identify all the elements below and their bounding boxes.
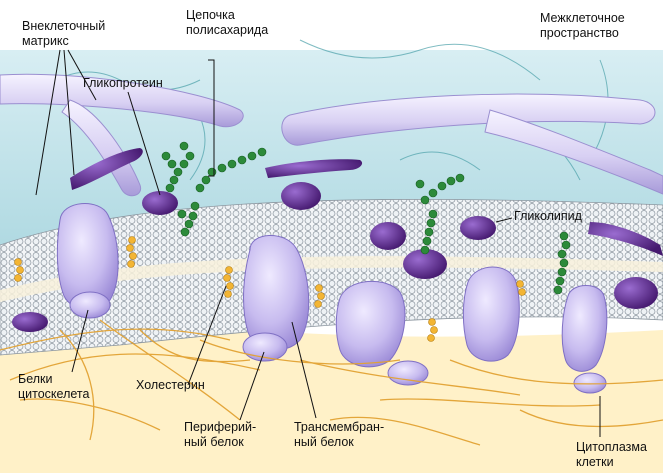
protein-5b [574,373,606,393]
protein-2 [244,235,309,349]
glycoprotein-label: Гликопротеин [83,76,163,91]
intercellular-space-label: Межклеточное пространство [540,11,625,41]
protein-2b [243,333,287,361]
cytoskeleton-proteins-label: Белки цитоскелета [18,372,89,402]
protein-4 [463,267,519,361]
peripheral-protein-label: Периферий- ный белок [184,420,256,450]
glycolipid-label: Гликолипид [514,209,582,224]
cholesterol-label: Холестерин [136,378,205,393]
transmembrane-protein-label: Трансмембран- ный белок [294,420,384,450]
protein-1b [70,292,110,318]
extracellular-matrix-label: Внеклеточный матрикс [22,19,105,49]
protein-3 [336,281,405,367]
polysaccharide-chain-label: Цепочка полисахарида [186,8,268,38]
cell-cytoplasm-label: Цитоплазма клетки [576,440,647,470]
protein-5 [562,286,607,372]
